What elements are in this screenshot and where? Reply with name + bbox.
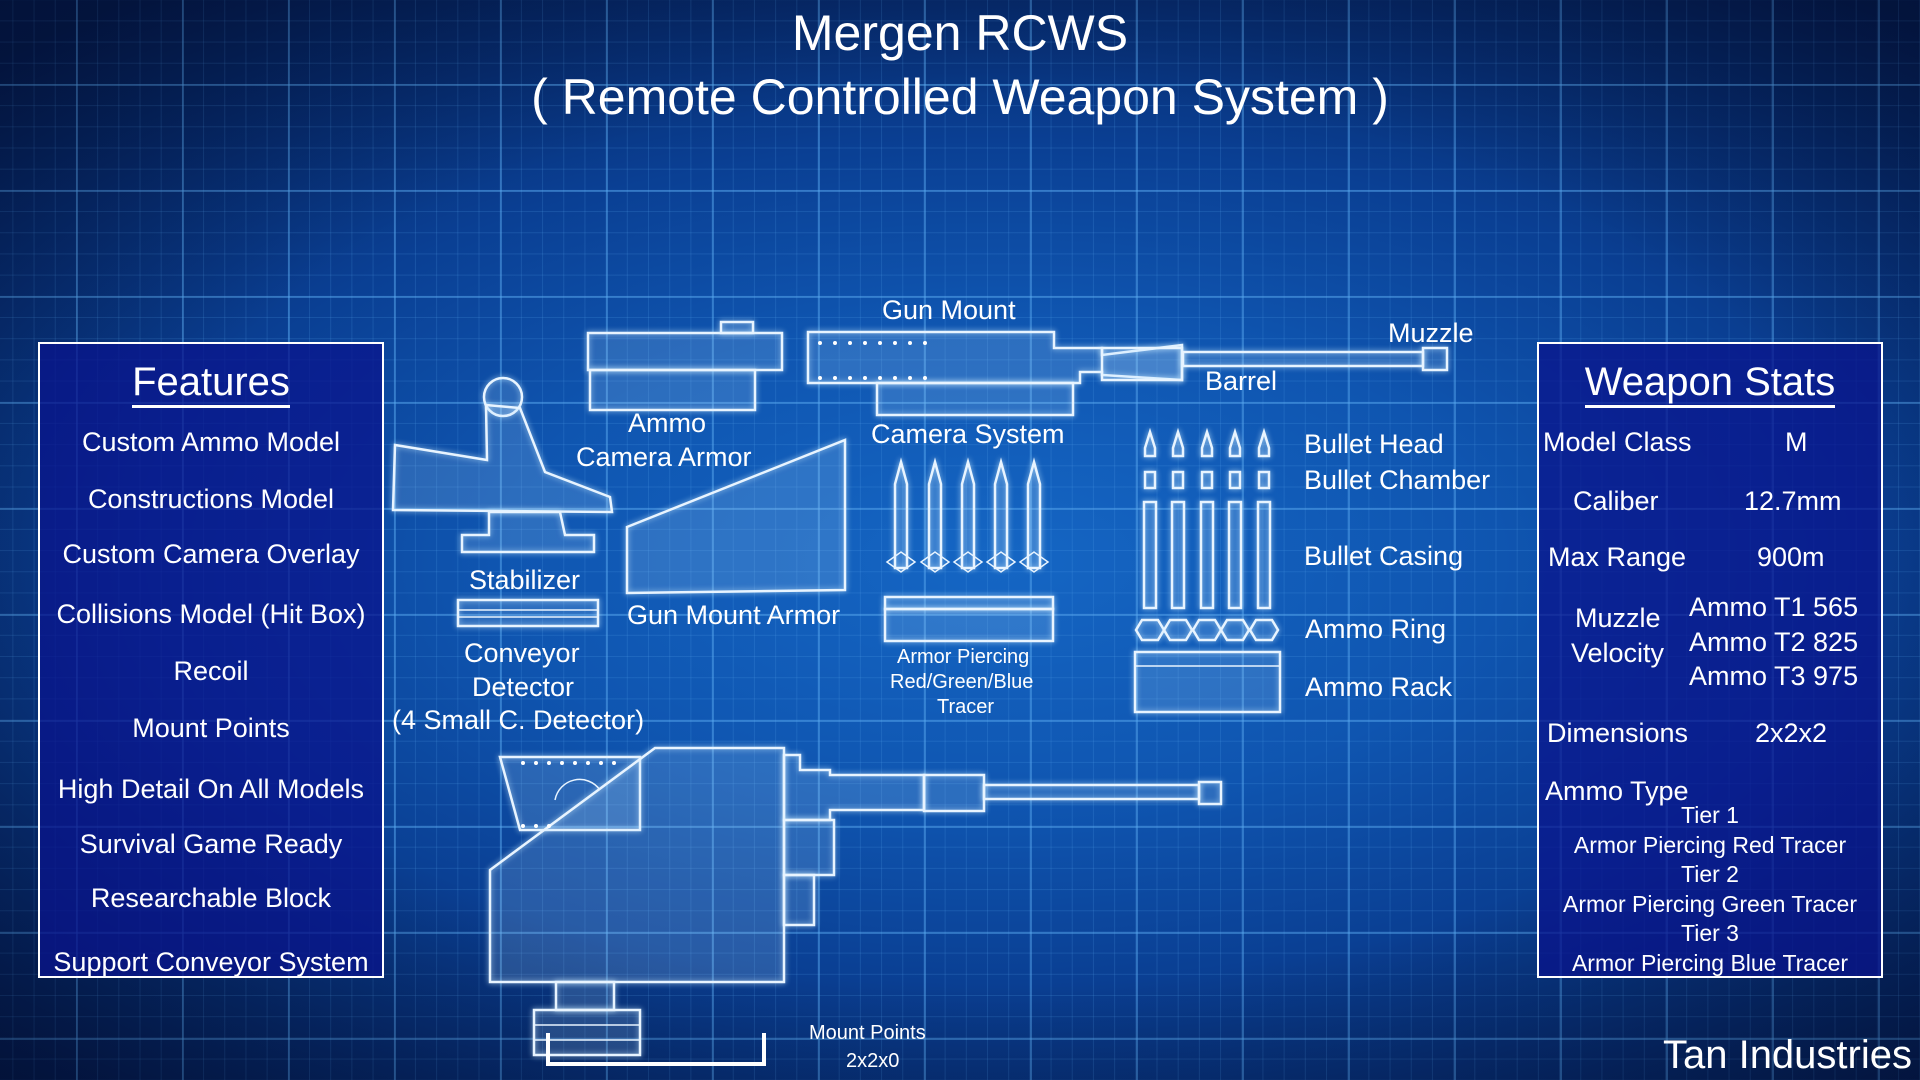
bullet-chamber [1171, 470, 1185, 490]
label-ammo-belt-line2: Red/Green/Blue [890, 671, 1034, 693]
bullet-head [1171, 427, 1185, 458]
weapon-stats-panel: Weapon Stats Model Class M Caliber 12.7m… [1537, 342, 1883, 978]
feature-item: Survival Game Ready [79, 829, 343, 859]
ammo-type-line: Tier 2 [1681, 861, 1739, 887]
feature-item: High Detail On All Models [57, 774, 365, 804]
ammo-type-line: Tier 1 [1681, 802, 1739, 828]
label-camera-armor: Camera Armor [576, 442, 752, 472]
ammo-camera-armor-drawing [586, 320, 784, 412]
belt-link [919, 551, 951, 573]
bullet-casing [1256, 500, 1272, 610]
belt-link [1018, 551, 1050, 573]
page-subtitle: ( Remote Controlled Weapon System ) [531, 69, 1389, 125]
bullet-casing [1199, 500, 1215, 610]
ammo-ring [1219, 618, 1251, 642]
label-gun-mount: Gun Mount [882, 295, 1016, 325]
ammo-type-line: Armor Piercing Blue Tracer [1571, 950, 1849, 976]
label-mount-points: Mount Points [809, 1022, 926, 1044]
label-ammo-rack: Ammo Rack [1305, 672, 1453, 702]
belt-link [952, 551, 984, 573]
label-ammo-belt-line3: Tracer [937, 696, 995, 718]
stat-value-muzzle-t2: Ammo T2 825 [1689, 627, 1859, 657]
feature-item: Researchable Block [90, 883, 332, 913]
company-name: Tan Industries [1662, 1033, 1912, 1077]
belt-bullet [993, 457, 1009, 570]
bullet-head [1257, 427, 1271, 458]
weapon-stats-heading: Weapon Stats [1539, 360, 1881, 408]
belt-bullet [960, 457, 976, 570]
stat-label-max-range: Max Range [1548, 542, 1687, 572]
ammo-type-line: Armor Piercing Green Tracer [1563, 891, 1857, 917]
belt-link [985, 551, 1017, 573]
gun-mount-barrel-drawing [806, 330, 1449, 417]
mount-point-bracket [546, 1033, 766, 1066]
feature-item: Constructions Model [87, 484, 335, 514]
stabilizer-drawing [391, 376, 614, 554]
bullet-head [1200, 427, 1214, 458]
stat-label-muzzle-velocity-line2: Velocity [1571, 638, 1665, 668]
bullet-chamber [1228, 470, 1242, 490]
stat-label-model-class: Model Class [1543, 427, 1692, 457]
stat-value-muzzle-t1: Ammo T1 565 [1689, 592, 1859, 622]
page-title: Mergen RCWS [791, 5, 1129, 61]
label-small-detector: (4 Small C. Detector) [392, 705, 645, 735]
ammo-type-line: Tier 3 [1681, 920, 1739, 946]
ammo-rack [1133, 650, 1282, 714]
feature-item: Mount Points [132, 713, 290, 743]
feature-item: Custom Ammo Model [81, 427, 341, 457]
belt-bullet [1026, 457, 1042, 570]
stat-label-dimensions: Dimensions [1547, 718, 1689, 748]
label-muzzle: Muzzle [1388, 318, 1474, 348]
ammo-ring [1191, 618, 1223, 642]
feature-item: Recoil [173, 656, 249, 686]
ammo-type-line: Armor Piercing Red Tracer [1573, 832, 1847, 858]
stat-value-max-range: 900m [1757, 542, 1825, 572]
bullet-casing [1227, 500, 1243, 610]
stat-value-caliber: 12.7mm [1744, 486, 1842, 516]
bullet-chamber [1200, 470, 1214, 490]
label-mount-points-size: 2x2x0 [846, 1050, 900, 1072]
stat-value-muzzle-t3: Ammo T3 975 [1689, 661, 1859, 691]
feature-item: Support Conveyor System [53, 947, 369, 977]
label-ammo-ring: Ammo Ring [1305, 614, 1447, 644]
bullet-chamber [1257, 470, 1271, 490]
label-ammo-belt-line1: Armor Piercing [897, 646, 1030, 668]
bullet-head [1143, 427, 1157, 458]
belt-bullet [927, 457, 943, 570]
bullet-chamber [1143, 470, 1157, 490]
gun-mount-armor-drawing [625, 438, 847, 595]
stat-value-model-class: M [1785, 427, 1808, 457]
bullet-casing [1170, 500, 1186, 610]
label-barrel: Barrel [1205, 366, 1278, 396]
label-bullet-head: Bullet Head [1304, 429, 1444, 459]
stat-label-muzzle-velocity-line1: Muzzle [1575, 603, 1661, 633]
stat-label-caliber: Caliber [1573, 486, 1659, 516]
bullet-casing [1142, 500, 1158, 610]
label-conveyor: Conveyor [464, 638, 580, 668]
stat-label-ammo-type: Ammo Type [1545, 776, 1689, 806]
ammo-ring [1248, 618, 1280, 642]
features-panel: Features Custom Ammo Model Constructions… [38, 342, 384, 978]
bullet-parts-drawing [1133, 427, 1282, 714]
stat-value-dimensions: 2x2x2 [1755, 718, 1828, 748]
label-bullet-chamber: Bullet Chamber [1304, 465, 1491, 495]
bullet-head [1228, 427, 1242, 458]
ammo-belt-drawing [883, 457, 1055, 643]
label-camera-system: Camera System [871, 419, 1065, 449]
label-ammo: Ammo [628, 408, 707, 438]
features-heading: Features [40, 360, 382, 408]
label-gun-mount-armor: Gun Mount Armor [627, 600, 841, 630]
label-detector: Detector [472, 672, 575, 702]
feature-item: Custom Camera Overlay [62, 539, 360, 569]
belt-link [885, 551, 917, 573]
assembled-turret-drawing [488, 746, 1223, 1066]
ammo-ring [1162, 618, 1194, 642]
label-stabilizer: Stabilizer [469, 565, 581, 595]
label-bullet-casing: Bullet Casing [1304, 541, 1464, 571]
belt-bullet [893, 457, 909, 570]
conveyor-detector-drawing [456, 598, 600, 628]
feature-item: Collisions Model (Hit Box) [56, 599, 366, 629]
ammo-ring [1134, 618, 1166, 642]
